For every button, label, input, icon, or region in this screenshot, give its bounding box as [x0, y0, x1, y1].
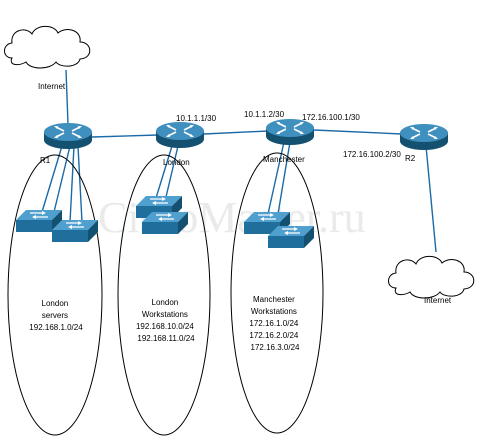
london-workstations-segment [117, 154, 211, 436]
labels: Internet Internet R1 London Manchester R… [29, 82, 452, 352]
router-r2-icon[interactable] [399, 123, 449, 151]
link-r1-switch-4 [77, 145, 83, 223]
london-wan-address: 10.1.1.1/30 [176, 114, 217, 123]
link-r1-switch-1 [41, 145, 63, 213]
manchester-workstations-line-1: Manchester [253, 295, 295, 304]
router-london-label: London [163, 158, 190, 167]
london-workstations-line-4: 192.168.11.0/24 [137, 334, 195, 343]
internet-cloud-right [388, 255, 475, 299]
london-servers-segment [7, 154, 103, 436]
manchester-wan-right-address: 172.16.100.1/30 [302, 113, 360, 122]
router-london-icon[interactable] [155, 121, 205, 149]
link-manchester-switch-2 [277, 141, 291, 215]
router-r2-label: R2 [405, 154, 416, 163]
internet-cloud-left [4, 25, 91, 69]
link-r2-internet [425, 145, 437, 253]
router-r1-label: R1 [40, 156, 51, 165]
switch-manchester-workstations-2-icon[interactable] [267, 225, 315, 249]
london-servers-line-1: London [42, 299, 69, 308]
london-servers-text: London servers 192.168.1.0/24 [29, 299, 83, 332]
london-workstations-line-3: 192.168.10.0/24 [136, 322, 194, 331]
router-manchester-icon[interactable] [265, 118, 315, 146]
london-workstations-text: London Workstations 192.168.10.0/24 192.… [136, 298, 196, 343]
link-r1-switch-2 [53, 145, 71, 213]
london-servers-line-3: 192.168.1.0/24 [29, 323, 83, 332]
manchester-wan-left-address: 10.1.1.2/30 [244, 110, 285, 119]
link-london-switch-1 [155, 145, 173, 199]
link-r1-london [91, 134, 159, 138]
link-manchester-r2 [313, 129, 403, 135]
router-manchester-label: Manchester [263, 155, 305, 164]
switch-london-workstations-2-icon[interactable] [141, 211, 189, 235]
manchester-workstations-line-5: 172.16.3.0/24 [251, 343, 300, 352]
link-london-manchester [203, 130, 269, 135]
manchester-workstations-text: Manchester Workstations 172.16.1.0/24 17… [249, 295, 300, 352]
london-workstations-line-1: London [152, 298, 179, 307]
link-r1-internet [65, 69, 69, 125]
manchester-workstations-line-3: 172.16.1.0/24 [249, 319, 298, 328]
manchester-workstations-segment [230, 152, 324, 434]
link-r1-switch-3 [69, 145, 75, 223]
switch-london-servers-2-icon[interactable] [51, 219, 99, 243]
internet-label-left: Internet [38, 82, 66, 91]
manchester-workstations-line-4: 172.16.2.0/24 [249, 331, 298, 340]
segment-ellipses [7, 152, 324, 436]
internet-label-right: Internet [424, 296, 452, 305]
manchester-workstations-line-2: Workstations [251, 307, 297, 316]
london-workstations-line-2: Workstations [142, 310, 188, 319]
r2-wan-address: 172.16.100.2/30 [343, 150, 401, 159]
router-r1-icon[interactable] [43, 122, 93, 150]
london-servers-line-2: servers [42, 311, 68, 320]
